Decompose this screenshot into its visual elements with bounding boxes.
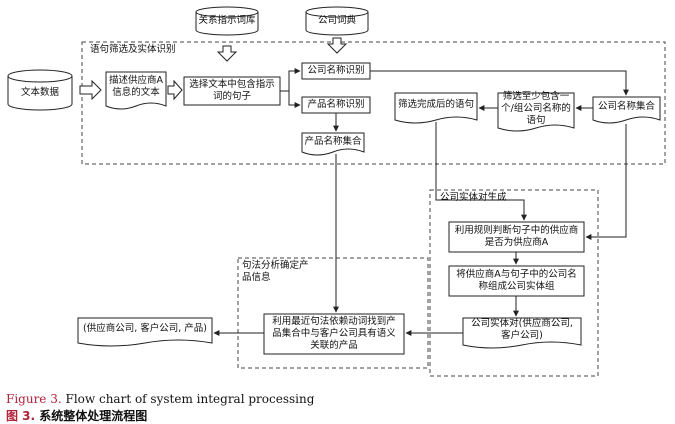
region-sentence-filter-label: 语句筛选及实体识别 <box>90 44 176 55</box>
figure-number-en: Figure 3. <box>6 392 62 406</box>
text-data-label: 文本数据 <box>20 87 59 98</box>
figure-number-zh: 图 3. <box>6 409 36 423</box>
supplier-text-label: 描述供应商A信息的文本 <box>109 75 163 98</box>
result-doc <box>77 317 213 347</box>
figure-caption-en: Figure 3. Flow chart of system integral … <box>6 392 314 406</box>
product-recognition-label: 产品名称识别 <box>307 99 365 110</box>
find-product-label: 利用最近句法依赖动词找到产品集合中与客户公司具有语义关联的产品 <box>272 316 396 351</box>
company-lexicon-db <box>305 6 369 36</box>
company-set-label: 公司名称集合 <box>597 101 655 112</box>
form-pair-group-box <box>448 265 585 297</box>
edge-to-company-recognition <box>288 68 301 91</box>
figure-title-en: Flow chart of system integral processing <box>61 392 315 406</box>
entity-pair-label: 公司实体对(供应商公司, 客户公司) <box>471 318 573 341</box>
region-sentence-filter <box>81 41 666 165</box>
form-pair-group-label: 将供应商A与句子中的公司名称组成公司实体组 <box>456 269 577 292</box>
edge-set-to-judge <box>585 124 627 240</box>
hollow-arrow-lexicon-down <box>216 45 238 62</box>
filtered-sentences-doc <box>394 92 478 124</box>
edge-company-recognition-to-set <box>370 70 629 96</box>
edge-to-product-recognition <box>288 91 301 108</box>
region-syntax-analysis-label: 句法分析确定产品信息 <box>242 260 309 283</box>
region-entity-pair-gen <box>429 189 599 377</box>
region-entity-pair-gen-label: 公司实体对生成 <box>440 192 507 203</box>
select-sentences-box <box>183 76 281 106</box>
select-sentences-label: 选择文本中包含指示词的句子 <box>189 79 275 102</box>
figure-caption-zh: 图 3. 系统整体处理流程图 <box>6 407 147 424</box>
hollow-arrow-doc-to-select <box>167 79 183 101</box>
region-syntax-analysis <box>237 257 429 369</box>
company-set-doc <box>592 96 661 124</box>
product-set-doc <box>301 132 365 156</box>
result-label: (供应商公司, 客户公司, 产品) <box>83 323 207 334</box>
hollow-arrow-text-to-doc <box>79 79 102 101</box>
company-recognition-label: 公司名称识别 <box>307 65 365 76</box>
find-product-box <box>263 313 405 355</box>
product-set-label: 产品名称集合 <box>304 135 362 147</box>
relation-lexicon-label: 关系指示词库 <box>198 15 256 26</box>
hollow-arrow-company-lexicon-down <box>326 37 348 54</box>
figure-title-zh: 系统整体处理流程图 <box>35 409 148 423</box>
edge-filtered-to-judge <box>435 122 527 221</box>
filter-company-doc <box>497 92 575 132</box>
entity-pair-doc <box>462 317 582 349</box>
judge-supplier-label: 利用规则判断句子中的供应商是否为供应商A <box>454 225 579 248</box>
text-data-db <box>7 69 73 111</box>
supplier-text-doc <box>105 71 167 110</box>
judge-supplier-box <box>448 221 585 253</box>
filtered-sentences-label: 筛选完成后的语句 <box>397 99 474 110</box>
relation-lexicon-db <box>195 6 259 36</box>
filter-company-label: 筛选至少包含一个/组公司名称的语句 <box>501 91 571 126</box>
company-lexicon-label: 公司词典 <box>317 15 356 26</box>
